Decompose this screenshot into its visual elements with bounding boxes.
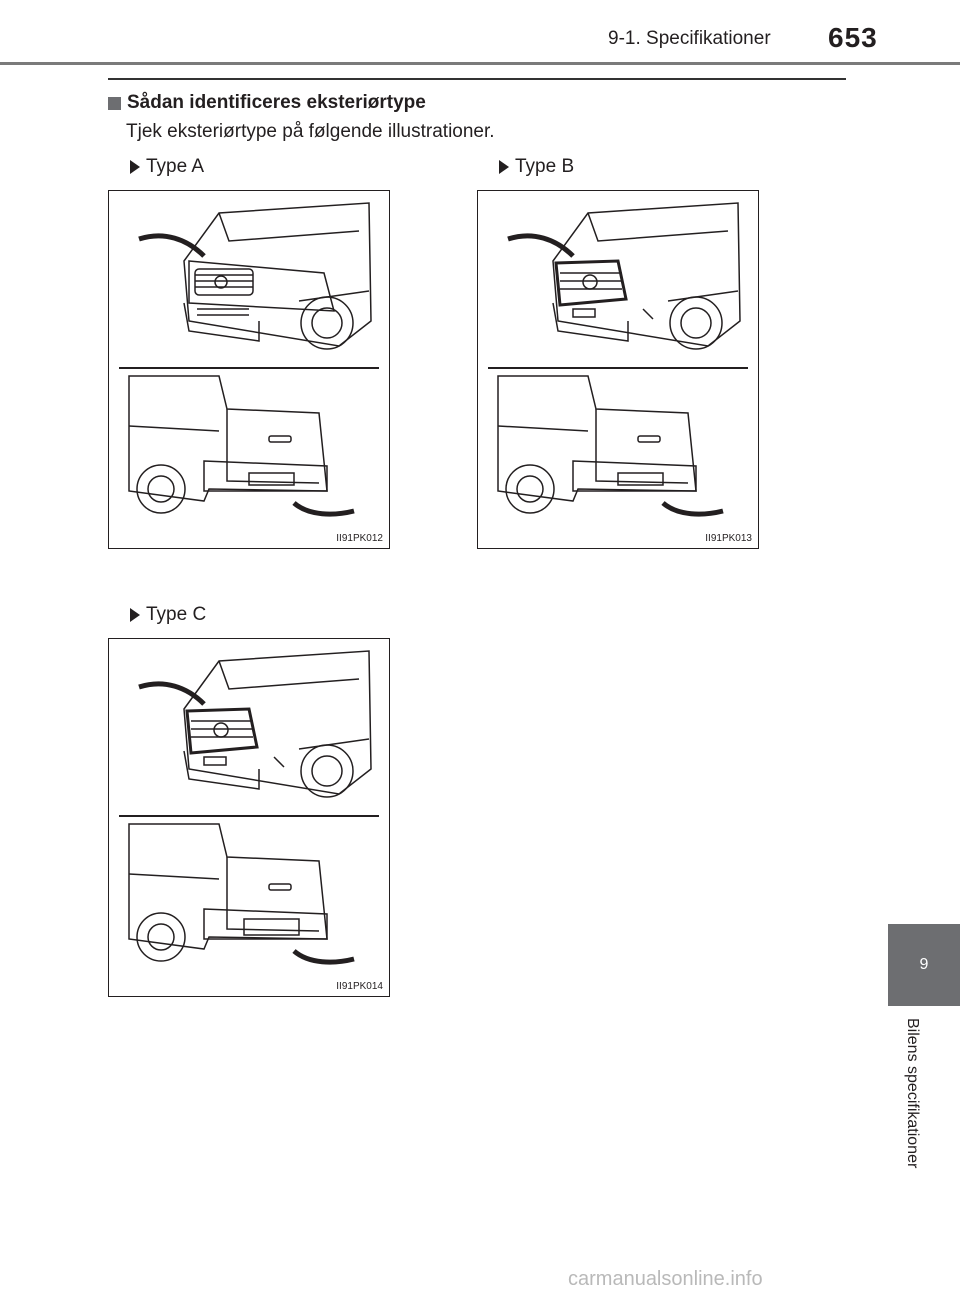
type-b-label-text: Type B: [515, 156, 575, 177]
chapter-number: 9: [919, 956, 929, 973]
triangle-bullet-icon: [130, 608, 140, 622]
heading-text: Sådan identificeres eksteriørtype: [127, 92, 426, 113]
type-c-label: Type C: [130, 604, 206, 626]
section-divider: [108, 78, 846, 80]
subsection-heading: Sådan identificeres eksteriørtype: [108, 92, 426, 114]
chapter-title: Bilens specifikationer: [904, 1018, 921, 1169]
figure-code-a: II91PK012: [336, 533, 383, 544]
pickup-illustration-type-b: [488, 202, 748, 517]
watermark: carmanualsonline.info: [568, 1268, 763, 1290]
triangle-bullet-icon: [130, 160, 140, 174]
triangle-bullet-icon: [499, 160, 509, 174]
type-b-label: Type B: [499, 156, 574, 178]
chapter-tab: 9: [888, 924, 960, 1006]
section-title: 9-1. Specifikationer: [608, 28, 771, 49]
pickup-illustration-type-a: [119, 202, 379, 517]
square-bullet-icon: [108, 96, 121, 110]
figure-type-a: II91PK012: [108, 190, 390, 549]
figure-code-b: II91PK013: [705, 533, 752, 544]
page-number: 653: [828, 22, 878, 53]
pickup-illustration-type-c: [119, 650, 379, 965]
header-divider: [0, 62, 960, 65]
figure-type-c: II91PK014: [108, 638, 390, 997]
intro-text: Tjek eksteriørtype på følgende illustrat…: [126, 121, 495, 142]
figure-code-c: II91PK014: [336, 981, 383, 992]
type-a-label-text: Type A: [146, 156, 205, 177]
figure-type-b: II91PK013: [477, 190, 759, 549]
type-c-label-text: Type C: [146, 604, 207, 625]
type-a-label: Type A: [130, 156, 204, 178]
